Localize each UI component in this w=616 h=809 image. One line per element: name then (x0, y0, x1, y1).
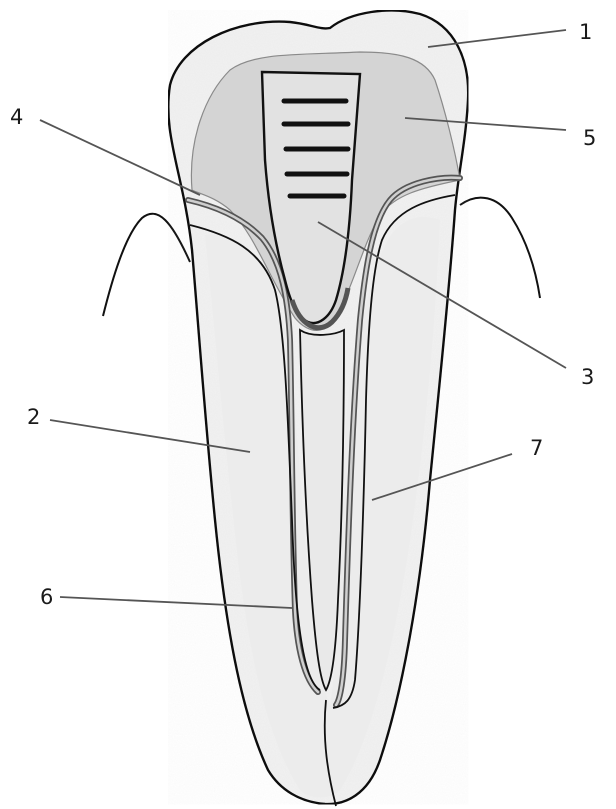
callout-label-2: 2 (27, 405, 40, 429)
callout-label-6: 6 (40, 585, 53, 609)
callout-label-3: 3 (581, 365, 594, 389)
gum-line-right (460, 198, 540, 298)
callout-label-4: 4 (10, 105, 23, 129)
callout-label-5: 5 (583, 126, 596, 150)
gum-line-left (103, 214, 190, 316)
callout-label-1: 1 (579, 20, 592, 44)
callout-label-7: 7 (530, 436, 543, 460)
